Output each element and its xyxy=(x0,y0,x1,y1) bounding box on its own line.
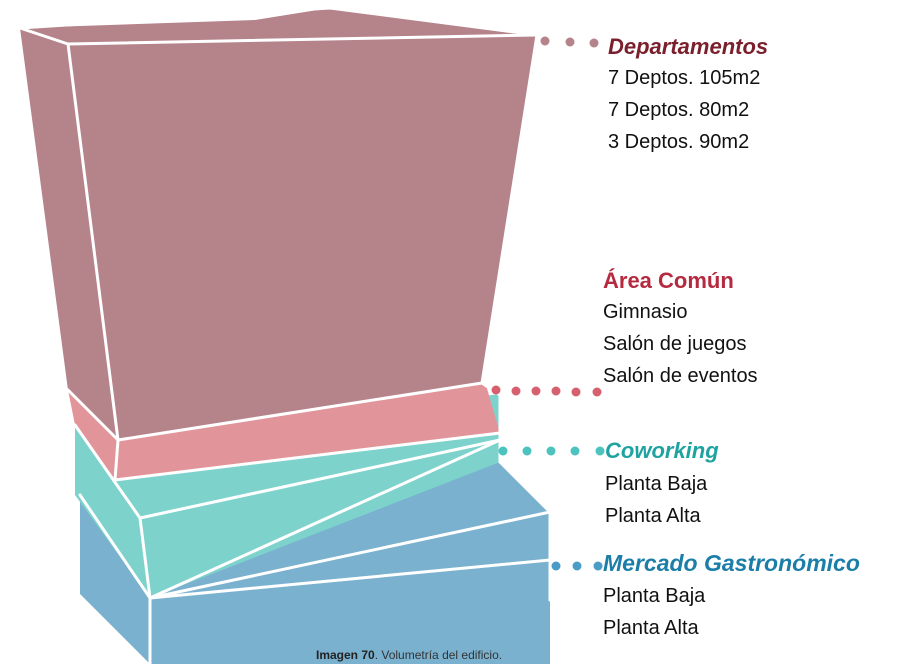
volume-edges xyxy=(18,6,552,664)
area-comun-block xyxy=(68,383,500,480)
area-comun-item-1: Gimnasio xyxy=(603,301,688,323)
mercado-leader xyxy=(551,561,603,571)
area-comun-title: Área Común xyxy=(603,268,734,293)
caption-number: Imagen 70 xyxy=(316,648,375,662)
area-comun-items: Gimnasio Salón de juegos Salón de evento… xyxy=(603,296,758,392)
area-comun-item-2: Salón de juegos xyxy=(603,333,747,355)
coworking-leader xyxy=(498,446,605,456)
area-comun-label-group: Área Común Gimnasio Salón de juegos Saló… xyxy=(603,268,758,392)
area-comun-volume xyxy=(68,383,500,480)
mercado-item-1: Planta Baja xyxy=(603,585,706,607)
departamentos-label-group: Departamentos 7 Deptos. 105m2 7 Deptos. … xyxy=(608,34,768,158)
departamentos-item-2: 7 Deptos. 80m2 xyxy=(608,99,750,121)
area-comun-leader xyxy=(491,385,602,397)
coworking-item-2: Planta Alta xyxy=(605,505,701,527)
area-comun-item-3: Salón de eventos xyxy=(603,365,758,387)
coworking-item-1: Planta Baja xyxy=(605,473,708,495)
departamentos-leader xyxy=(540,36,599,48)
coworking-items: Planta Baja Planta Alta xyxy=(605,468,719,532)
mercado-title: Mercado Gastronómico xyxy=(603,550,860,576)
caption-text: . Volumetría del edificio. xyxy=(374,648,503,662)
coworking-title: Coworking xyxy=(605,438,719,463)
departamentos-item-3: 3 Deptos. 90m2 xyxy=(608,131,750,153)
mercado-item-2: Planta Alta xyxy=(603,617,699,639)
departamentos-block xyxy=(20,8,537,440)
figure-caption: Imagen 70. Volumetría del edificio. xyxy=(316,648,502,662)
coworking-label-group: Coworking Planta Baja Planta Alta xyxy=(605,438,719,532)
departamentos-volume xyxy=(20,8,537,440)
departamentos-item-1: 7 Deptos. 105m2 xyxy=(608,67,761,89)
mercado-items: Planta Baja Planta Alta xyxy=(603,580,860,644)
departamentos-items: 7 Deptos. 105m2 7 Deptos. 80m2 3 Deptos.… xyxy=(608,62,768,158)
mercado-label-group: Mercado Gastronómico Planta Baja Planta … xyxy=(603,550,860,644)
departamentos-title: Departamentos xyxy=(608,34,769,59)
